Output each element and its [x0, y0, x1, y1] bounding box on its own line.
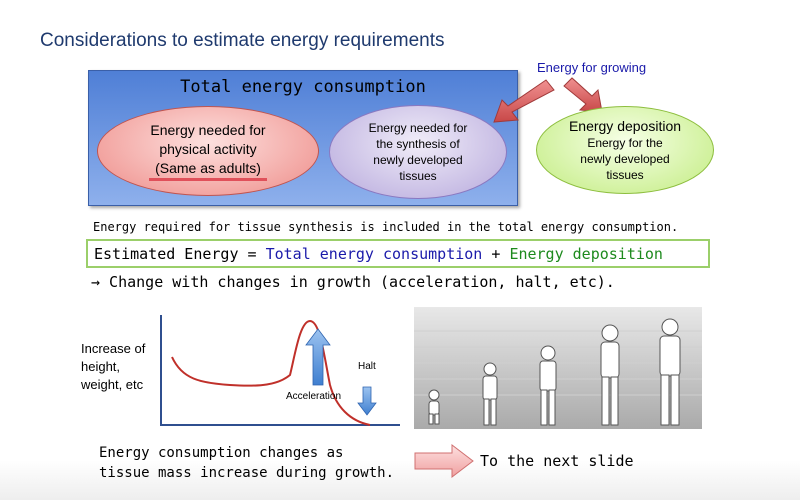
arrow-right-icon	[563, 77, 603, 113]
halt-label: Halt	[358, 361, 376, 372]
growth-graph	[160, 315, 400, 426]
physical-line-3: (Same as adults)	[149, 159, 267, 181]
deposition-line-1: Energy for the	[587, 136, 663, 150]
formula-equals: =	[238, 245, 266, 263]
total-energy-title: Total energy consumption	[180, 77, 426, 97]
bottom-caption: Energy consumption changes as tissue mas…	[99, 443, 394, 483]
deposition-line-2: newly developed	[580, 152, 670, 166]
formula-term-total: Total energy consumption	[265, 245, 483, 263]
energy-deposition-ellipse: Energy deposition Energy for the newly d…	[536, 106, 714, 194]
growth-change-line: → Change with changes in growth (acceler…	[91, 273, 615, 291]
deposition-line-3: tissues	[606, 168, 644, 182]
growth-silhouette-image	[414, 307, 702, 429]
physical-line-2: physical activity	[159, 141, 257, 157]
formula-lhs: Estimated Energy	[94, 245, 239, 263]
arrow-left-icon	[493, 79, 555, 123]
formula-box: Estimated Energy = Total energy consumpt…	[86, 239, 710, 268]
graph-y-label: Increase of height, weight, etc	[81, 340, 145, 394]
synthesis-line-4: tissues	[399, 169, 437, 183]
total-energy-box: Total energy consumption Energy needed f…	[88, 70, 518, 206]
next-slide-link[interactable]: To the next slide	[480, 452, 634, 470]
deposition-title: Energy deposition	[568, 118, 682, 134]
bottom-line-2: tissue mass increase during growth.	[99, 465, 395, 481]
acceleration-label: Acceleration	[286, 391, 342, 402]
energy-for-growing-label: Energy for growing	[537, 60, 647, 75]
ylabel-line-2: height,	[81, 359, 121, 374]
halt-arrow-icon	[357, 386, 377, 416]
ylabel-line-1: Increase of	[81, 341, 146, 356]
synthesis-line-1: Energy needed for	[368, 121, 468, 135]
ylabel-line-3: weight, etc	[81, 377, 144, 392]
physical-line-1: Energy needed for	[150, 122, 266, 138]
silhouette-figures	[414, 318, 702, 426]
growth-curve	[171, 319, 371, 426]
formula-term-deposition: Energy deposition	[509, 245, 663, 263]
synthesis-line-2: the synthesis of	[376, 137, 460, 151]
tissue-synthesis-note: Energy required for tissue synthesis is …	[93, 220, 679, 234]
synthesis-ellipse: Energy needed for the synthesis of newly…	[329, 105, 507, 199]
next-slide-arrow-icon[interactable]	[414, 444, 474, 478]
synthesis-line-3: newly developed	[373, 153, 463, 167]
slide-title: Considerations to estimate energy requir…	[40, 30, 445, 51]
bottom-line-1: Energy consumption changes as	[99, 445, 344, 461]
physical-activity-ellipse: Energy needed for physical activity (Sam…	[97, 106, 319, 196]
formula: Estimated Energy = Total energy consumpt…	[94, 245, 663, 263]
formula-plus: +	[482, 245, 510, 263]
acceleration-arrow-icon	[305, 328, 331, 386]
growing-arrows	[493, 77, 603, 123]
